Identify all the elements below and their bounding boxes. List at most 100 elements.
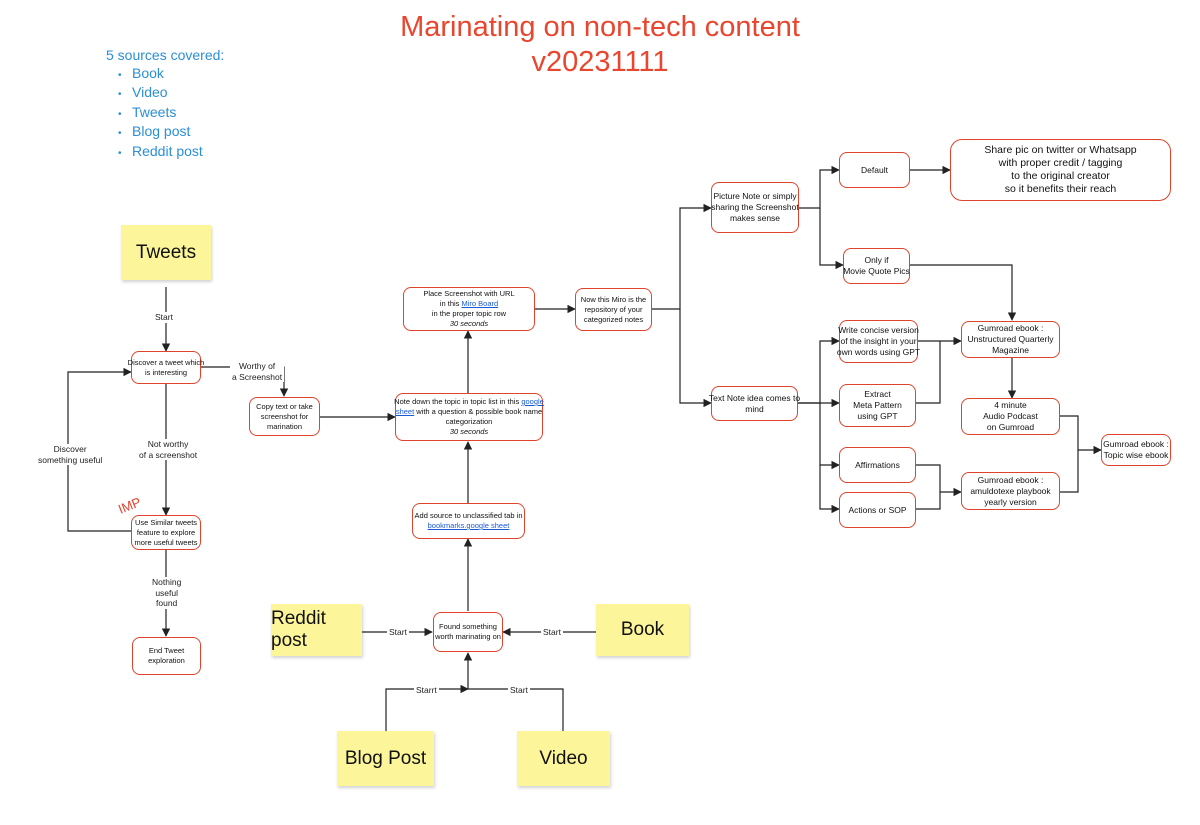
google-sheet-link[interactable]: google [521,397,544,406]
edge-affirm-amul [916,464,962,497]
source-item: Video [118,84,224,104]
sticky-book[interactable]: Book [596,604,689,656]
edge-label-line: useful [155,587,178,598]
node-text: so it benefits their reach [1004,183,1117,195]
sticky-blog-post[interactable]: Blog Post [337,731,434,786]
node-text: Discover a tweet which [127,357,205,367]
node-gumroad-unstructured[interactable]: Gumroad ebook : Unstructured Quarterly M… [961,321,1060,358]
edge-audio-topic [1060,415,1102,455]
node-actions-sop[interactable]: Actions or SOP [839,492,916,528]
miro-board-link[interactable]: Miro Board [461,299,499,308]
node-text: categorization [445,417,493,426]
node-end-tweet[interactable]: End Tweet exploration [132,637,201,675]
node-text: Now this Miro is the [580,294,647,304]
node-add-source[interactable]: Add source to unclassified tab in bookma… [412,503,525,539]
node-text: Extract [864,389,891,399]
node-time: 30 seconds [449,427,489,436]
node-text: Topic wise ebook [1103,450,1169,460]
edge-label-start-video: Start [508,685,530,696]
node-use-similar[interactable]: Use Similar tweets feature to explore mo… [131,515,201,550]
node-only-if[interactable]: Only if Movie Quote Pics [843,248,910,284]
source-item: Blog post [118,123,224,143]
edge-onlyif-gumroad [910,264,1017,321]
node-text-line: in this Miro Board [440,299,498,309]
node-text: Share pic on twitter or Whatsapp [984,144,1137,156]
edge-label-not-worthy: Not worthy of a screenshot [137,439,200,460]
node-text: Note down the topic in topic list in thi… [394,397,520,406]
source-item: Book [118,65,224,85]
node-text: screenshot for [260,411,309,421]
node-audio-podcast[interactable]: 4 minute Audio Podcast on Gumroad [961,398,1060,435]
node-text: amuldotexe playbook [970,485,1051,496]
node-affirmations[interactable]: Affirmations [839,447,916,483]
node-text: Place Screenshot with URL [423,289,515,298]
edge-label-line: found [156,598,178,608]
node-text: with proper credit / tagging [998,157,1123,169]
node-picture-note[interactable]: Picture Note or simply sharing the Scree… [711,182,799,233]
edge-label-discover-useful: Discover something useful [36,444,105,465]
edge-label-line: of a screenshot [139,449,198,460]
edge-amul-topic [1060,450,1079,493]
edge-picture-onlyif [819,208,844,270]
node-text: Found something [439,622,497,631]
node-text: to the original creator [1011,170,1110,182]
node-text: Add source to unclassified tab in [414,511,523,520]
sticky-tweets[interactable]: Tweets [121,225,211,280]
node-found-something[interactable]: Found something worth marinating on [433,612,503,652]
node-text: Write concise version [838,325,919,335]
node-text: on Gumroad [986,422,1035,432]
node-share-pic[interactable]: Share pic on twitter or Whatsapp with pr… [950,139,1171,201]
node-text: Picture Note or simply [713,191,797,201]
edge-label-line: a Screenshot [232,371,283,382]
edge-label-line: something useful [38,454,103,465]
edge-repo-picture [652,203,712,310]
node-text: Meta Pattern [853,400,902,410]
diagram-version: v20231111 [531,46,669,78]
node-text: own words using GPT [836,347,921,357]
edge-label-start-blog: Starrt [414,685,439,696]
node-write-concise[interactable]: Write concise version of the insight in … [836,320,921,363]
edge-label-line: Not worthy [147,439,189,449]
node-text: mind [745,403,764,414]
node-text: in this [439,299,460,308]
edge-actions-amul [916,492,941,510]
node-text: 4 minute [994,400,1027,410]
node-text: Affirmations [855,459,900,470]
node-gumroad-amuldotexe[interactable]: Gumroad ebook : amuldotexe playbook year… [961,472,1060,510]
node-text: sharing the Screenshot [711,202,799,212]
edge-blog-found [385,684,469,731]
node-note-down[interactable]: Note down the topic in topic list in thi… [394,393,544,441]
google-sheet-link-cont[interactable]: sheet [395,407,415,416]
node-text: repository of your [584,304,643,314]
bookmarks-sheet-link[interactable]: bookmarks.google sheet [427,521,510,530]
node-discover-tweet[interactable]: Discover a tweet which is interesting [128,351,204,384]
node-text-line: sheet with a question & possible book na… [396,407,542,417]
sticky-reddit-post[interactable]: Reddit post [271,604,362,656]
node-extract[interactable]: Extract Meta Pattern using GPT [839,384,916,427]
edge-repo-textnote [679,309,712,408]
node-copy-text[interactable]: Copy text or take screenshot for marinat… [249,397,320,436]
node-text: Unstructured Quarterly [967,334,1054,344]
edge-text-write [798,336,840,404]
node-text: is interesting [144,367,188,377]
sources-items: Book Video Tweets Blog post Reddit post [106,65,224,163]
edge-label-line: Worthy of [238,361,276,371]
sticky-video[interactable]: Video [517,731,610,786]
node-text: Default [861,164,888,175]
node-gumroad-topic[interactable]: Gumroad ebook : Topic wise ebook [1101,434,1171,466]
node-text: makes sense [729,213,781,223]
node-text-note[interactable]: Text Note idea comes to mind [709,386,800,421]
node-text: marination [266,421,303,431]
source-item: Tweets [118,104,224,124]
sources-heading: 5 sources covered: [106,47,225,63]
node-text: Audio Podcast [983,411,1038,421]
node-text: with a question & possible book name [416,407,543,416]
node-place-screenshot[interactable]: Place Screenshot with URL in this Miro B… [403,287,535,331]
node-repository[interactable]: Now this Miro is the repository of your … [575,288,652,331]
node-default[interactable]: Default [839,152,910,188]
diagram-title: Marinating on non-tech content [400,11,800,43]
node-text: End Tweet [148,646,185,655]
edge-label-start-reddit: Start [387,627,409,638]
